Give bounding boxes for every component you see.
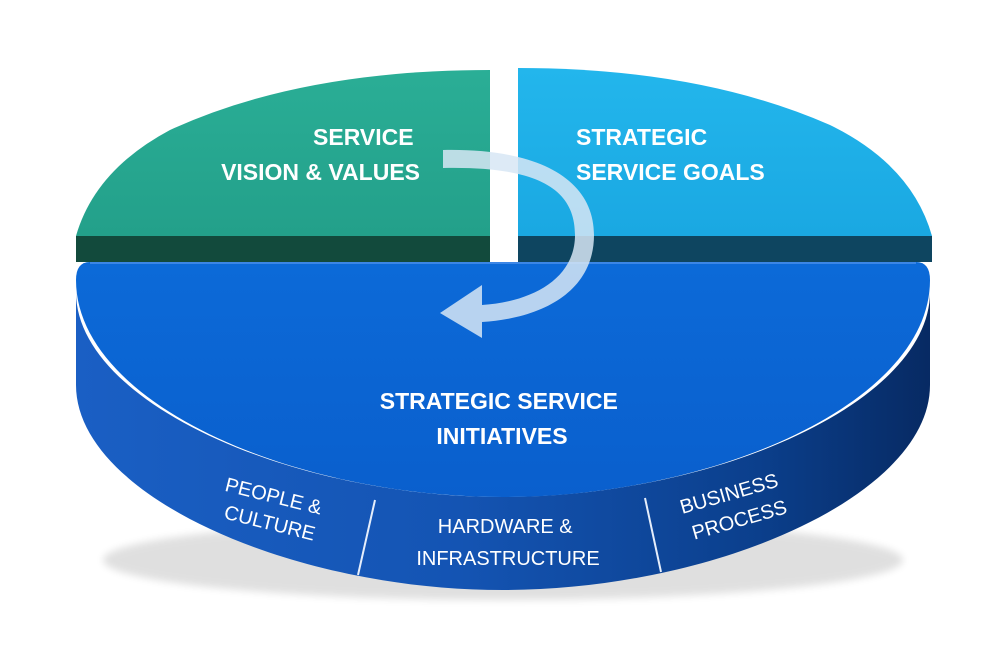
vision-slice-side (76, 236, 490, 262)
goals-label-line-1: STRATEGIC (576, 124, 707, 150)
initiatives-label-line-1: STRATEGIC SERVICE (380, 388, 618, 414)
vision-label-line-2: VISION & VALUES (221, 159, 420, 185)
vision-label: SERVICE VISION & VALUES (221, 124, 420, 185)
vision-label-line-1: SERVICE (313, 124, 414, 150)
initiatives-label: STRATEGIC SERVICE INITIATIVES (380, 388, 625, 449)
goals-slice-top (518, 68, 932, 236)
flow-arrow (440, 149, 594, 338)
rim-divider-left (357, 499, 376, 576)
initiatives-label-line-2: INITIATIVES (436, 423, 567, 449)
goals-label: STRATEGIC SERVICE GOALS (576, 124, 765, 185)
vision-slice-top (76, 70, 490, 236)
initiatives-slice-top (76, 262, 930, 497)
hardware-label-line-2: INFRASTRUCTURE (416, 548, 599, 570)
goals-slice-side (518, 236, 932, 262)
goals-label-line-2: SERVICE GOALS (576, 159, 765, 185)
initiatives-slice-side (76, 292, 930, 590)
hardware-label: HARDWARE & INFRASTRUCTURE (416, 516, 599, 570)
rim-divider-right (644, 497, 662, 573)
hardware-label-line-1: HARDWARE & (438, 516, 573, 538)
